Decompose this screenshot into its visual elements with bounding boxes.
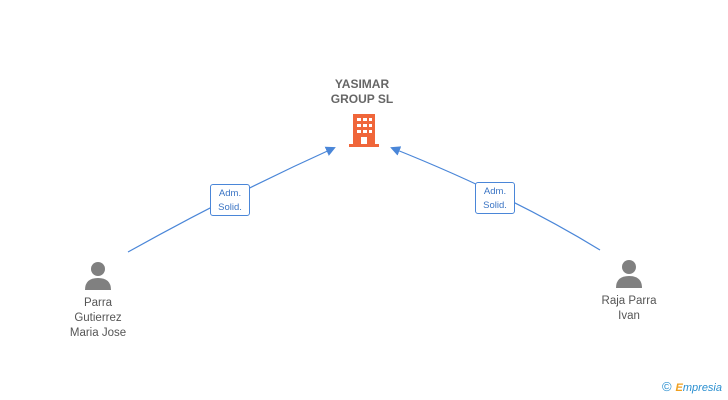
company-name-line1: YASIMAR — [334, 77, 390, 91]
person-left-name-line3: Maria Jose — [69, 327, 127, 339]
relation-badge-left-line2: Solid. — [218, 202, 242, 213]
person-left-name-line1: Parra — [83, 297, 113, 309]
relation-badge-right[interactable]: Adm. Solid. — [475, 182, 515, 214]
relation-badge-right-line2: Solid. — [483, 200, 507, 211]
brand-e: E — [675, 382, 683, 394]
brand-rest: mpresia — [682, 382, 722, 394]
person-right-name-line2: Ivan — [618, 310, 640, 322]
relation-badge-right-line1: Adm. — [483, 186, 507, 197]
person-right-name-line1: Raja Parra — [601, 295, 657, 307]
person-node-left[interactable]: Parra Gutierrez Maria Jose — [48, 260, 148, 341]
person-icon — [85, 262, 111, 290]
company-name[interactable]: YASIMAR GROUP SL — [312, 77, 412, 107]
person-node-right[interactable]: Raja Parra Ivan — [579, 258, 679, 324]
person-icon — [616, 260, 642, 288]
building-icon[interactable] — [347, 112, 381, 153]
company-name-line2: GROUP SL — [330, 92, 394, 106]
relation-badge-left-line1: Adm. — [218, 188, 242, 199]
relation-badge-left[interactable]: Adm. Solid. — [210, 184, 250, 216]
person-left-name-line2: Gutierrez — [74, 312, 122, 324]
empresia-watermark[interactable]: ©Empresia — [662, 379, 722, 394]
copyright-icon: © — [661, 379, 672, 394]
